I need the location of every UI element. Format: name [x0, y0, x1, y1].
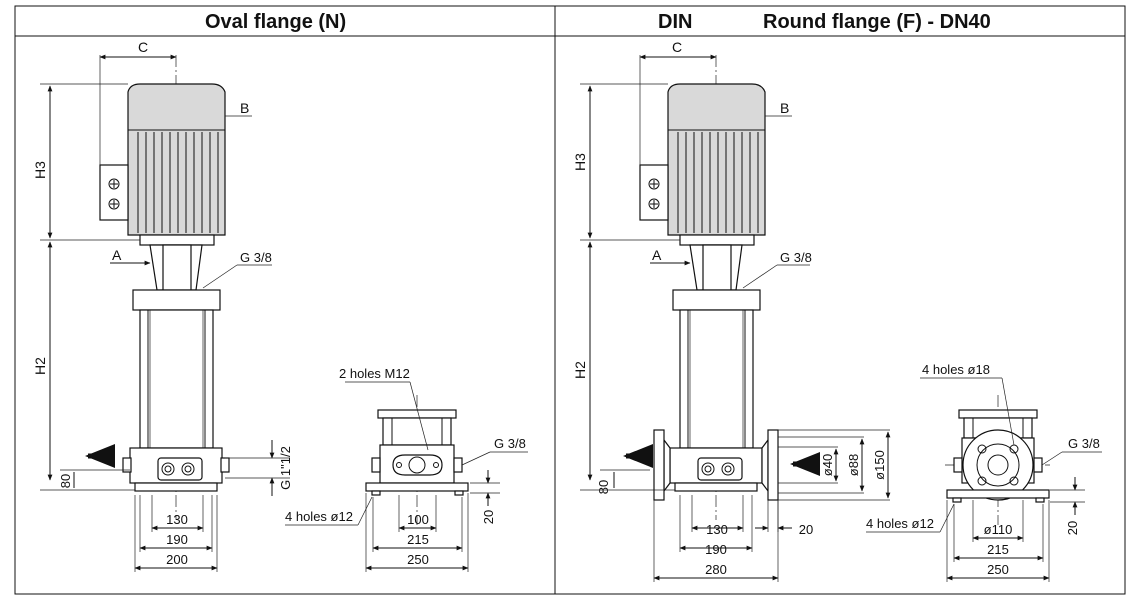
label-g38-top: G 3/8 [240, 250, 272, 265]
label-outlet-thread: G 1"1/2 [278, 446, 293, 490]
label-holes18: 4 holes ø18 [922, 362, 990, 377]
label-w130-right: 130 [706, 522, 728, 537]
right-panel-title: Round flange (F) - DN40 [763, 11, 991, 33]
label-h3-right: H3 [572, 153, 588, 171]
label-b: B [240, 100, 249, 116]
left-pump-side-view [365, 395, 469, 525]
left-panel-title: Oval flange (N) [205, 11, 347, 33]
right-dimensions [580, 54, 891, 582]
oval-flange-face [392, 454, 443, 476]
terminal-box [99, 164, 129, 221]
label-c: C [138, 39, 148, 55]
label-a: A [112, 247, 122, 263]
left-labels: C B H3 A G 3/8 H2 80 G 1"1/2 130 190 200… [32, 39, 526, 567]
label-w130: 130 [166, 512, 188, 527]
label-holes-m12: 2 holes M12 [339, 366, 410, 381]
round-flange-inlet [767, 429, 779, 501]
label-g38-side: G 3/8 [494, 436, 526, 451]
label-w250-right: 250 [987, 562, 1009, 577]
label-c-right: C [672, 39, 682, 55]
label-w20-right: 20 [799, 522, 813, 537]
label-b-right: B [780, 100, 789, 116]
right-side-dimensions [866, 377, 1102, 582]
pump-head [132, 289, 221, 311]
label-w100: 100 [407, 512, 429, 527]
label-h80: 80 [58, 474, 73, 488]
outer-border [14, 5, 1126, 595]
right-pump-elevation [623, 55, 820, 520]
label-d40: ø40 [820, 454, 835, 476]
label-w215: 215 [407, 532, 429, 547]
label-a-right: A [652, 247, 662, 263]
foot-plate [134, 482, 218, 492]
label-w250: 250 [407, 552, 429, 567]
label-d110: ø110 [984, 522, 1013, 537]
label-h2-right: H2 [572, 361, 588, 379]
round-flange-face [962, 429, 1034, 501]
motor-housing-right [667, 83, 766, 236]
label-w200: 200 [166, 552, 188, 567]
label-h20: 20 [481, 510, 496, 524]
label-g38-side-right: G 3/8 [1068, 436, 1100, 451]
label-g38-top-right: G 3/8 [780, 250, 812, 265]
label-holes12-right: 4 holes ø12 [866, 516, 934, 531]
pump-column [139, 309, 214, 449]
label-h3: H3 [32, 161, 48, 179]
label-h2: H2 [32, 357, 48, 375]
right-panel-din-label: DIN [658, 11, 693, 33]
right-labels: C B H3 A G 3/8 H2 80 ø40 ø88 ø150 130 20… [572, 39, 1100, 577]
left-side-dimensions [285, 381, 528, 572]
right-pump-side-view [945, 395, 1050, 525]
round-flange-outlet [653, 429, 665, 501]
label-d150: ø150 [872, 450, 887, 480]
motor-housing [127, 83, 226, 236]
label-d88: ø88 [846, 454, 861, 476]
left-pump-elevation [85, 55, 230, 520]
label-h80-right: 80 [596, 480, 611, 494]
left-dimensions [40, 54, 290, 572]
label-holes12: 4 holes ø12 [285, 509, 353, 524]
label-w190-right: 190 [705, 542, 727, 557]
label-w190: 190 [166, 532, 188, 547]
label-w215-right: 215 [987, 542, 1009, 557]
label-w280: 280 [705, 562, 727, 577]
label-h20-right: 20 [1065, 521, 1080, 535]
